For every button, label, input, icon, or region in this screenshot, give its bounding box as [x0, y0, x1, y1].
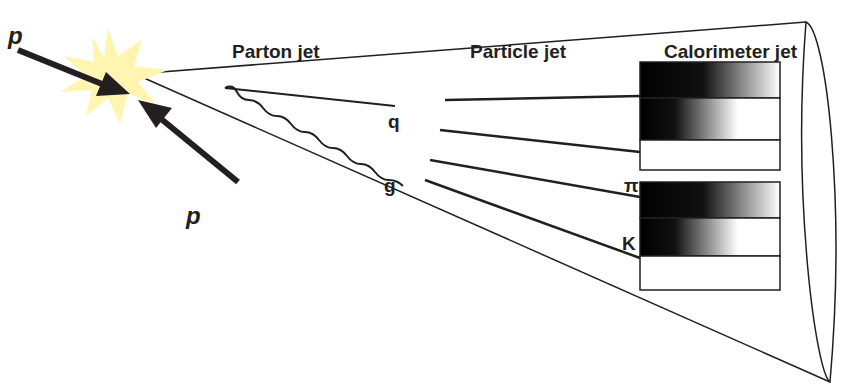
particle-label: K: [622, 234, 636, 253]
parton-label: q: [388, 112, 400, 131]
jet-cone: [135, 22, 836, 382]
proton-label: p: [186, 204, 201, 228]
calorimeter-cells: [640, 62, 780, 290]
stage-heading: Particle jet: [470, 42, 566, 61]
particle-lines: [425, 96, 640, 258]
proton-beams: [18, 50, 238, 182]
parton-lines: [225, 87, 403, 186]
proton-label: p: [8, 24, 23, 48]
stage-heading: Calorimeter jet: [664, 42, 797, 61]
particle-label: π: [624, 176, 639, 195]
parton-label: g: [384, 176, 396, 195]
stage-heading: Parton jet: [232, 42, 320, 61]
